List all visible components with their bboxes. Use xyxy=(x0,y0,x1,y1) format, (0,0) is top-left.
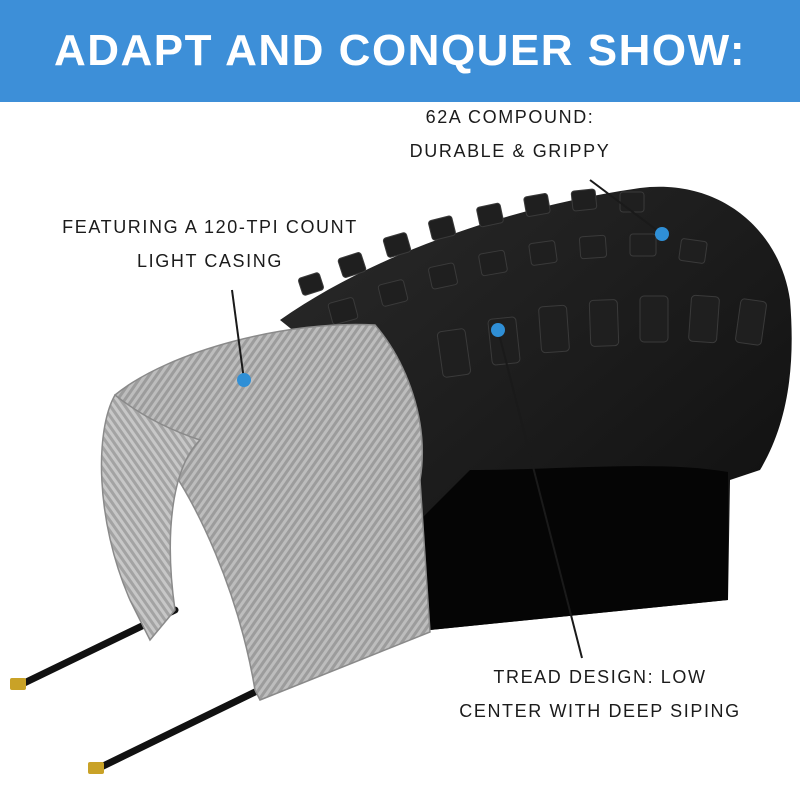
banner-title: ADAPT AND CONQUER SHOW: xyxy=(53,26,747,75)
tread-knobs xyxy=(298,188,767,378)
marker-dot-compound xyxy=(655,227,669,241)
callout-compound: 62A COMPOUND: DURABLE & GRIPPY xyxy=(390,100,630,168)
leader-line-tread xyxy=(497,329,583,659)
callout-tread: TREAD DESIGN: LOW CENTER WITH DEEP SIPIN… xyxy=(440,660,760,728)
tire-illustration xyxy=(10,179,792,774)
bead-tip xyxy=(10,678,26,690)
bead-tip xyxy=(88,762,104,774)
marker-dot-casing xyxy=(237,373,251,387)
callout-compound-line2: DURABLE & GRIPPY xyxy=(409,141,611,161)
leader-line-casing xyxy=(231,289,245,381)
header-banner: ADAPT AND CONQUER SHOW: xyxy=(0,0,800,102)
callout-casing-line1: FEATURING A 120-TPI COUNT xyxy=(62,217,358,237)
leader-line-compound xyxy=(589,179,663,235)
callout-casing: FEATURING A 120-TPI COUNT LIGHT CASING xyxy=(40,210,380,278)
tire-sidewall xyxy=(420,466,728,630)
callout-casing-line2: LIGHT CASING xyxy=(137,251,283,271)
casing-inner xyxy=(100,393,202,642)
callout-tread-line2: CENTER WITH DEEP SIPING xyxy=(459,701,741,721)
bead-wires xyxy=(10,606,259,774)
callout-compound-line1: 62A COMPOUND: xyxy=(425,107,595,127)
marker-dot-tread xyxy=(491,323,505,337)
callout-tread-line1: TREAD DESIGN: LOW xyxy=(493,667,707,687)
